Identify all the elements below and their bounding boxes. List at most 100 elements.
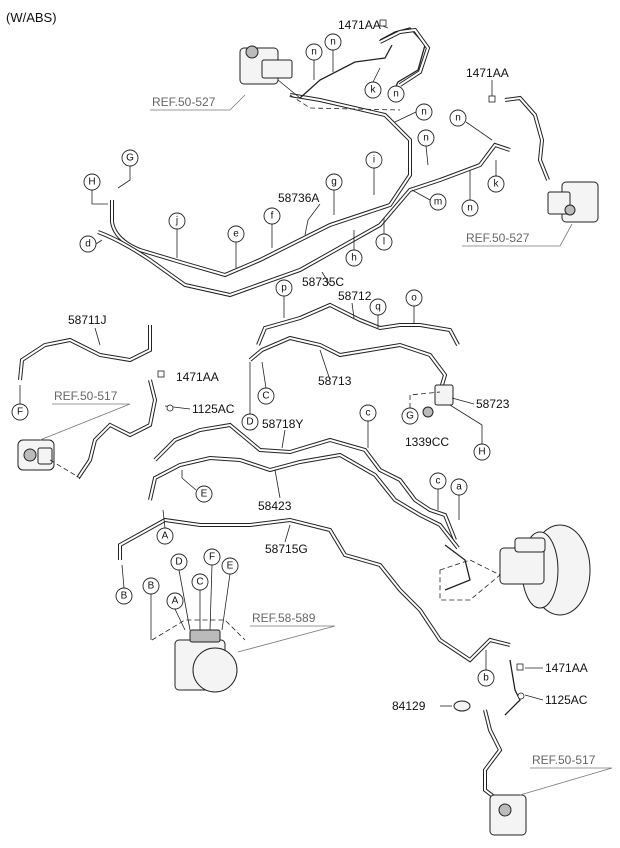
abs-modulator bbox=[174, 629, 238, 693]
callout-n5: n bbox=[417, 129, 435, 166]
callout-n1: n bbox=[305, 43, 323, 80]
callout-k1: k bbox=[364, 67, 382, 99]
right-caliper-top bbox=[547, 181, 599, 223]
callout-E-mid: E bbox=[181, 470, 213, 503]
svg-text:n: n bbox=[311, 47, 317, 58]
svg-text:n: n bbox=[330, 37, 336, 48]
callout-C-abs: C bbox=[191, 573, 209, 630]
hose-left bbox=[76, 379, 158, 480]
callout-e: e bbox=[227, 225, 245, 268]
ref-50-517-bottom[interactable]: REF.50-517 bbox=[532, 753, 596, 767]
svg-text:E: E bbox=[227, 561, 234, 572]
pipe-58423 bbox=[148, 452, 460, 550]
ref-line-bottom bbox=[519, 767, 613, 796]
svg-text:n: n bbox=[421, 107, 427, 118]
callout-n2: n bbox=[324, 33, 342, 72]
callout-k2: k bbox=[487, 160, 505, 193]
label-58736A: 58736A bbox=[278, 191, 319, 205]
ref-58-589[interactable]: REF.58-589 bbox=[252, 611, 316, 625]
pipe-58711J bbox=[18, 325, 152, 381]
clip-markers bbox=[157, 19, 525, 700]
callout-H-top: H bbox=[83, 173, 108, 205]
svg-text:c: c bbox=[366, 408, 371, 419]
svg-text:b: b bbox=[483, 673, 489, 684]
callout-n4: n bbox=[394, 103, 433, 123]
ref-line-right bbox=[462, 223, 573, 247]
hose-upper-inner bbox=[379, 28, 430, 86]
variant-label: (W/ABS) bbox=[6, 10, 57, 25]
label-58735C: 58735C bbox=[302, 275, 344, 289]
callout-b: b bbox=[477, 650, 495, 687]
svg-text:E: E bbox=[201, 489, 208, 500]
callout-l: l bbox=[375, 218, 393, 251]
label-1125AC-mid: 1125AC bbox=[192, 402, 235, 416]
hose-bottom bbox=[483, 709, 503, 802]
svg-text:C: C bbox=[196, 577, 203, 588]
callout-f: f bbox=[263, 207, 281, 248]
svg-text:D: D bbox=[246, 417, 253, 428]
callout-c2: c bbox=[429, 472, 447, 510]
svg-text:F: F bbox=[209, 552, 215, 563]
svg-text:F: F bbox=[17, 407, 23, 418]
left-caliper bbox=[17, 439, 55, 471]
svg-text:H: H bbox=[478, 447, 485, 458]
hose-bottom-inner bbox=[484, 709, 502, 801]
pipe-upper-link bbox=[299, 44, 393, 99]
svg-text:k: k bbox=[371, 85, 377, 96]
svg-text:A: A bbox=[162, 531, 169, 542]
bracket-58723 bbox=[422, 384, 454, 418]
pipe-58713 bbox=[248, 335, 448, 386]
callout-p: p bbox=[275, 279, 293, 318]
svg-text:n: n bbox=[393, 89, 399, 100]
svg-text:D: D bbox=[175, 557, 182, 568]
svg-text:j: j bbox=[175, 216, 178, 227]
pipe-58715G bbox=[118, 517, 511, 663]
callout-C-mid: C bbox=[257, 361, 275, 405]
pipe-58712 bbox=[256, 302, 460, 346]
svg-text:e: e bbox=[233, 229, 239, 240]
label-1471AA-bottom: 1471AA bbox=[545, 661, 588, 675]
svg-text:k: k bbox=[494, 179, 500, 190]
pipe-bottom-link bbox=[504, 659, 521, 716]
callout-c1: c bbox=[359, 404, 377, 448]
callout-n3: n bbox=[387, 85, 405, 103]
callout-a: a bbox=[450, 478, 468, 520]
svg-text:c: c bbox=[436, 476, 441, 487]
label-58423: 58423 bbox=[258, 499, 292, 513]
brake-booster bbox=[499, 524, 591, 616]
callout-E-abs: E bbox=[221, 557, 239, 631]
hose-right-inner bbox=[504, 96, 549, 181]
pipe-58736A bbox=[110, 93, 412, 278]
label-1471AA-mid: 1471AA bbox=[176, 370, 219, 384]
svg-text:p: p bbox=[281, 283, 287, 294]
ref-50-517-left[interactable]: REF.50-517 bbox=[54, 389, 118, 403]
svg-text:G: G bbox=[406, 411, 414, 422]
svg-text:A: A bbox=[172, 596, 179, 607]
callout-A-abs: A bbox=[166, 592, 186, 631]
callout-q: q bbox=[369, 298, 387, 328]
svg-text:B: B bbox=[148, 581, 155, 592]
svg-text:G: G bbox=[126, 153, 134, 164]
callout-D-abs: D bbox=[170, 553, 191, 631]
callout-A-mid: A bbox=[156, 509, 174, 545]
svg-text:q: q bbox=[375, 302, 381, 313]
svg-text:m: m bbox=[434, 197, 442, 208]
ref-line-left bbox=[39, 403, 131, 441]
ref-50-527-right[interactable]: REF.50-527 bbox=[466, 231, 530, 245]
label-1471AA-top: 1471AA bbox=[338, 18, 381, 32]
pipe-58735C bbox=[97, 142, 511, 298]
svg-text:f: f bbox=[271, 211, 274, 222]
pipe-58718Y bbox=[153, 422, 457, 541]
label-1339CC: 1339CC bbox=[405, 435, 449, 449]
ref-50-527-top[interactable]: REF.50-527 bbox=[152, 95, 216, 109]
top-left-component bbox=[239, 45, 301, 99]
label-84129: 84129 bbox=[392, 699, 426, 713]
label-58713: 58713 bbox=[318, 374, 352, 388]
svg-text:i: i bbox=[373, 155, 375, 166]
label-58712: 58712 bbox=[338, 289, 372, 303]
label-58711J: 58711J bbox=[68, 313, 106, 327]
callout-i: i bbox=[365, 151, 383, 195]
callout-n7: n bbox=[461, 170, 479, 217]
svg-text:n: n bbox=[423, 133, 429, 144]
